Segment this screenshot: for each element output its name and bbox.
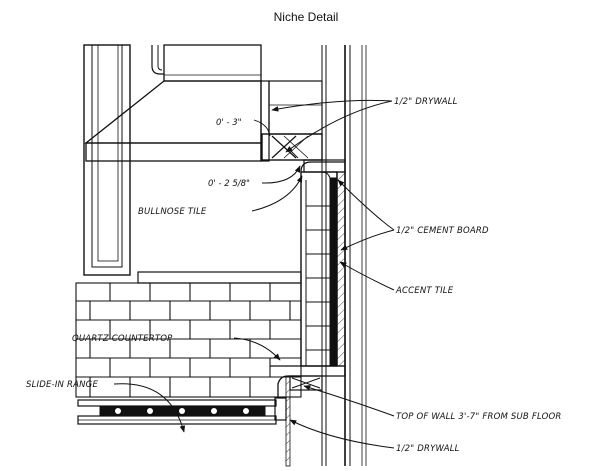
drawing-title: Niche Detail [273, 10, 339, 24]
dimension-depth: 0' - 3" [216, 118, 242, 128]
upper-wall-framing [260, 80, 346, 173]
subway-tile-backsplash [75, 282, 302, 398]
label-drywall-top: 1/2" DRYWALL [394, 97, 458, 107]
label-slide-in-range: SLIDE-IN RANGE [26, 380, 98, 390]
niche-tile-stack [300, 161, 346, 367]
label-quartz-countertop: QUARTZ COUNTERTOP [72, 334, 173, 344]
quartz-countertop [270, 365, 346, 467]
range-hood [84, 44, 262, 162]
label-drywall-bottom: 1/2" DRYWALL [396, 444, 460, 454]
dimension-gap: 0' - 2 5/8" [208, 179, 250, 189]
label-accent-tile: ACCENT TILE [395, 286, 454, 296]
leader-lines [113, 99, 395, 449]
window-frame [83, 44, 164, 276]
label-cement-board: 1/2" CEMENT BOARD [396, 226, 489, 236]
label-bullnose-tile: BULLNOSE TILE [138, 207, 207, 217]
label-top-of-wall: TOP OF WALL 3'-7" FROM SUB FLOOR [396, 412, 562, 422]
slide-in-range [77, 399, 277, 425]
window-sill [137, 271, 302, 284]
